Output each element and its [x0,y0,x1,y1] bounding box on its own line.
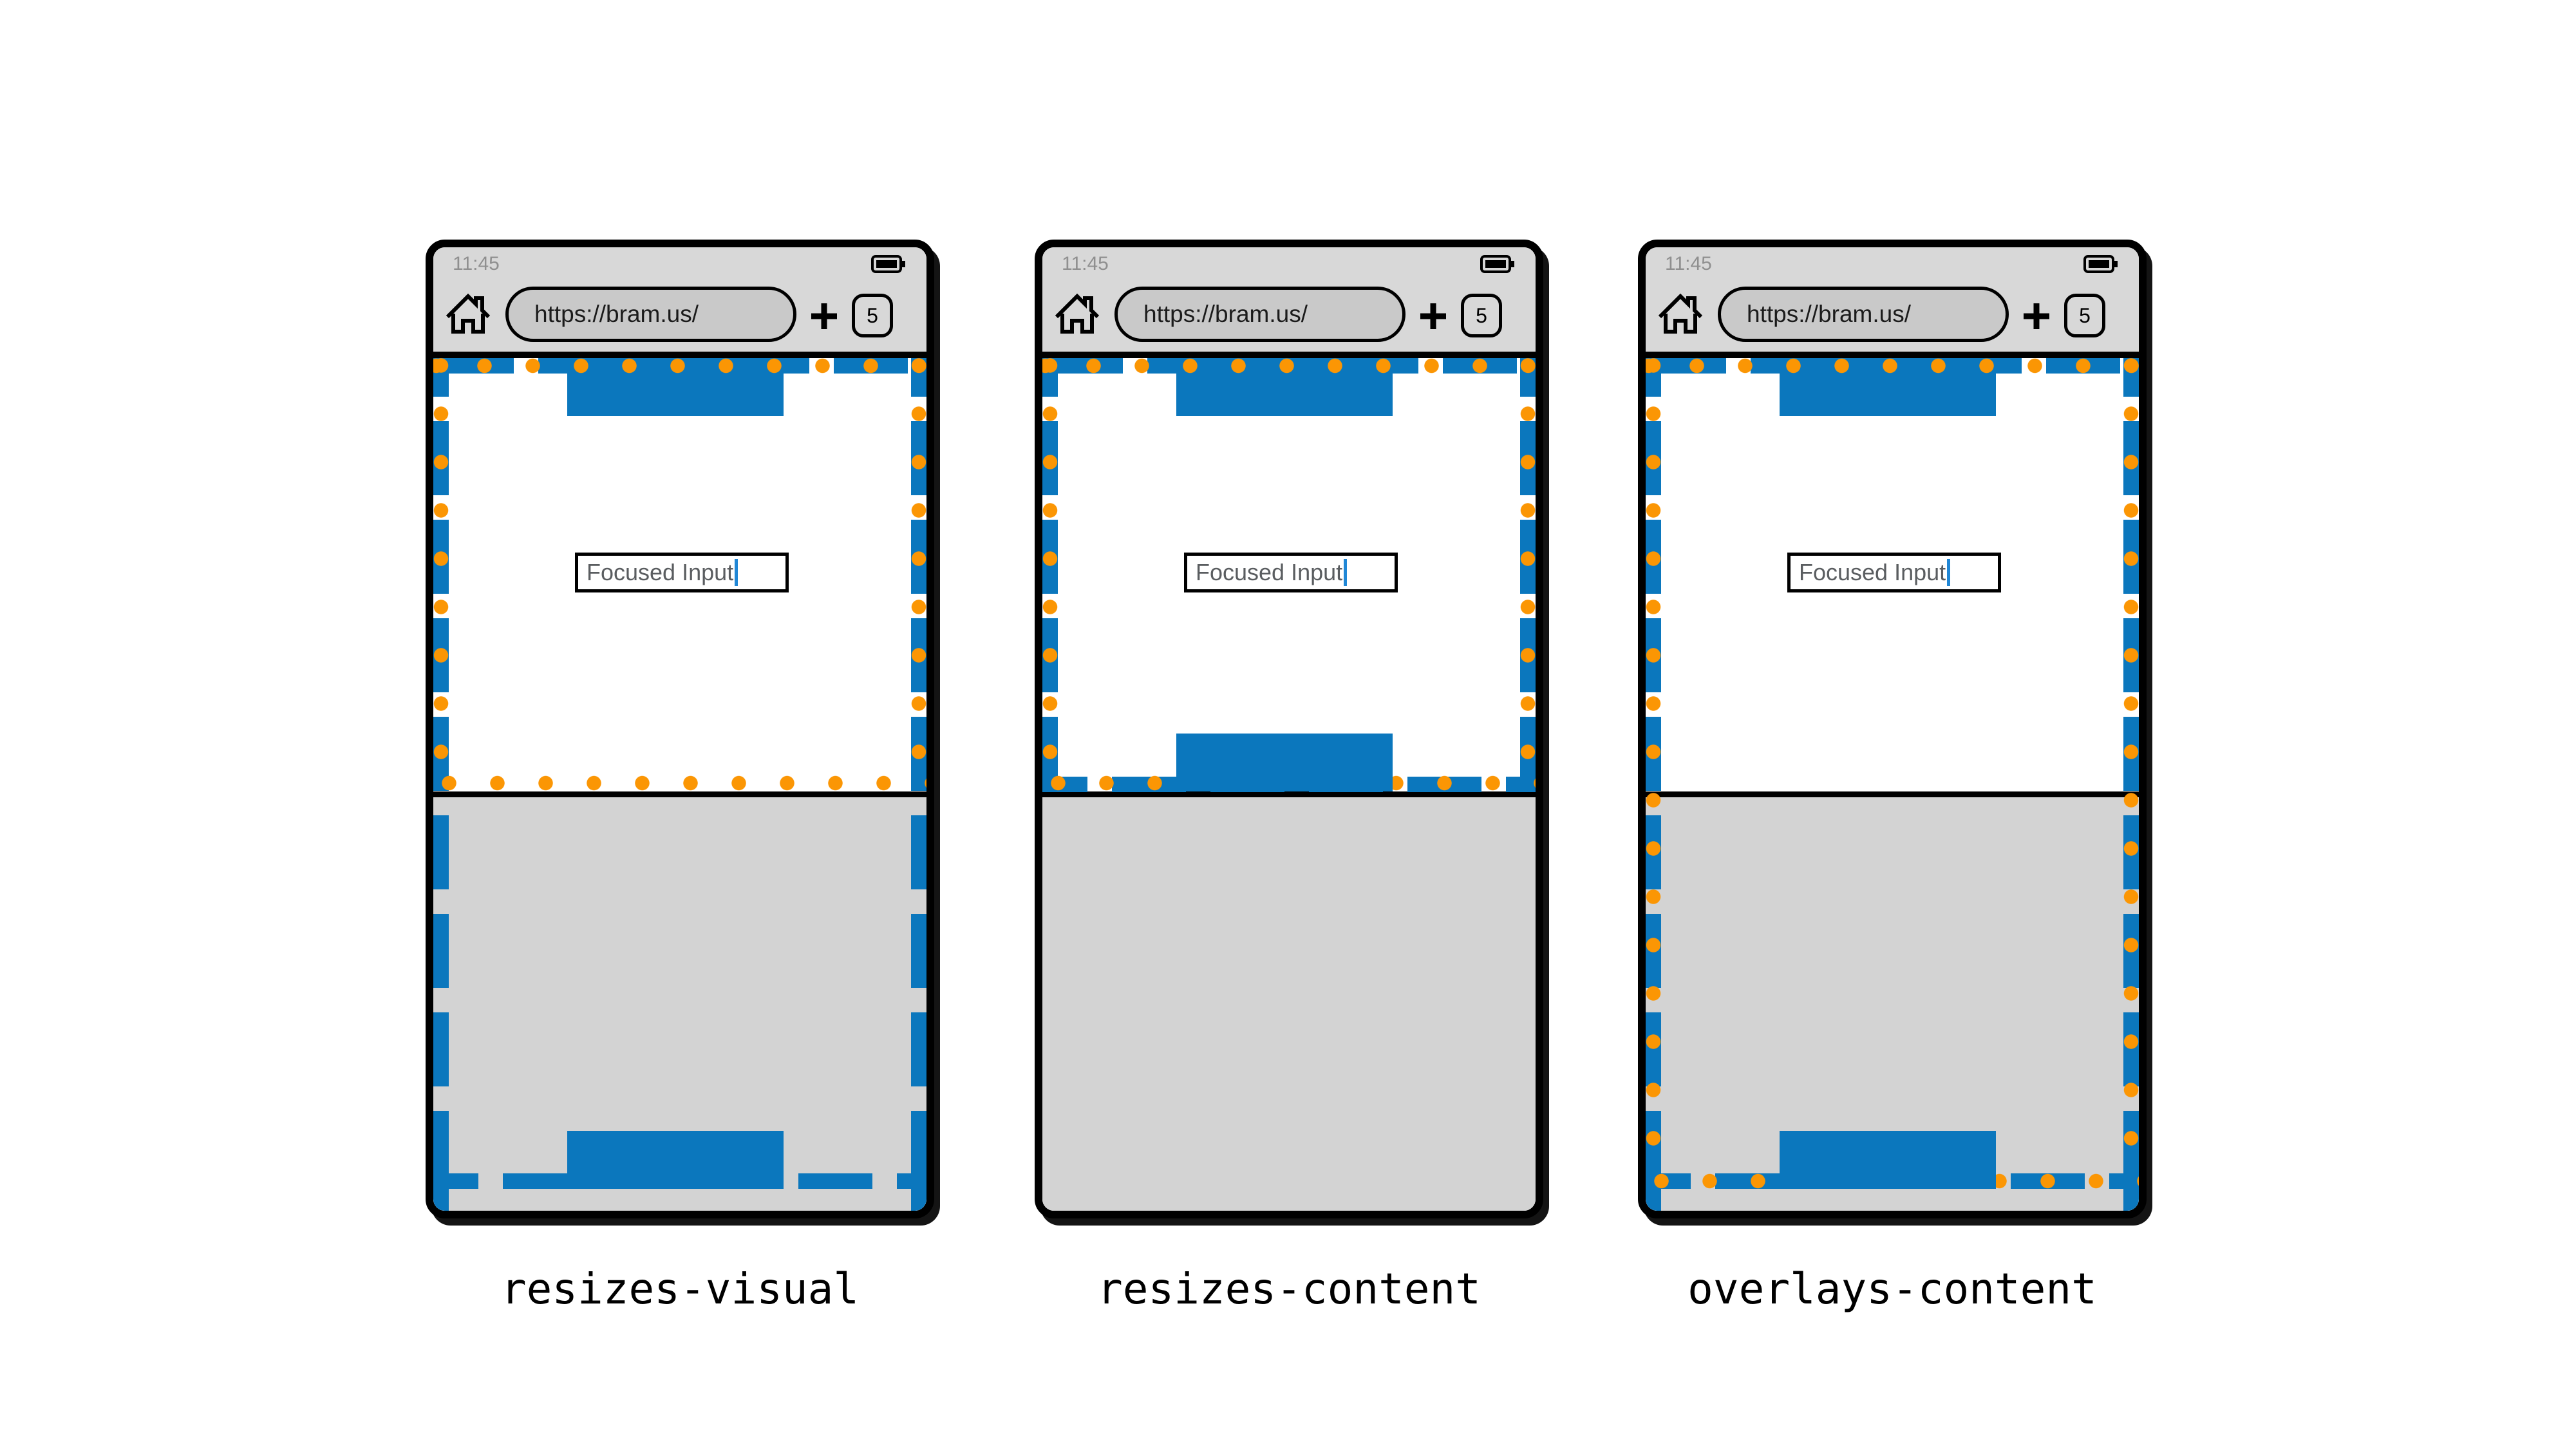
home-icon [1055,293,1100,334]
battery-icon [1480,255,1516,273]
text-caret-icon [1947,559,1951,586]
visual-viewport-dots-right [1520,358,1536,770]
home-icon [1658,293,1703,334]
tab-count-button[interactable]: 5 [852,294,893,337]
new-tab-button[interactable] [2022,301,2051,331]
focused-input[interactable]: Focused Input [575,553,789,592]
plus-icon [1420,303,1446,329]
variant-label-resizes-content: resizes-content [1096,1264,1481,1314]
phone-mockup-resizes-visual: 11:45 https://bram.us/ 5 [426,240,934,1218]
tab-count: 5 [2079,303,2091,327]
variant-label-resizes-visual: resizes-visual [500,1264,860,1314]
url-bar[interactable]: https://bram.us/ [1718,287,2009,342]
home-icon [446,293,491,334]
focused-input[interactable]: Focused Input [1184,553,1398,592]
battery-icon [2083,255,2120,273]
tab-count-button[interactable]: 5 [2064,294,2105,337]
fixed-footer-bar [567,1131,784,1189]
input-value: Focused Input [587,559,734,585]
tab-count-button[interactable]: 5 [1461,294,1502,337]
status-time: 11:45 [1062,253,1109,274]
home-button[interactable] [1053,292,1102,335]
visual-viewport-dots-left [1646,358,1661,1150]
url-text: https://bram.us/ [534,301,699,327]
phone-mockup-overlays-content: 11:45 https://bram.us/ 5 [1638,240,2147,1218]
status-time: 11:45 [453,253,500,274]
input-value: Focused Input [1799,559,1946,585]
new-tab-button[interactable] [809,301,839,331]
text-caret-icon [1344,559,1348,586]
url-bar[interactable]: https://bram.us/ [505,287,796,342]
text-caret-icon [735,559,738,586]
home-button[interactable] [444,292,493,335]
url-text: https://bram.us/ [1143,301,1308,327]
visual-viewport-dots-top [433,358,926,374]
plus-icon [811,303,837,329]
keyboard-boundary [1646,791,2139,797]
browser-chrome: 11:45 https://bram.us/ 5 [1646,247,2139,358]
keyboard-boundary [433,791,926,797]
page-viewport: Focused Input [433,358,926,1211]
focused-input[interactable]: Focused Input [1787,553,2001,592]
tab-count: 5 [1476,303,1487,327]
browser-chrome: 11:45 https://bram.us/ 5 [1042,247,1536,358]
url-bar[interactable]: https://bram.us/ [1114,287,1406,342]
keyboard-boundary [1042,791,1536,797]
new-tab-button[interactable] [1418,301,1448,331]
virtual-keyboard-area [1042,797,1536,1211]
visual-viewport-dots-left [433,358,449,770]
input-value: Focused Input [1196,559,1343,585]
battery-icon [871,255,907,273]
variant-label-overlays-content: overlays-content [1688,1264,2097,1314]
home-button[interactable] [1656,292,1705,335]
visual-viewport-dots-top [1646,358,2139,374]
fixed-footer-bar [1176,734,1393,791]
visual-viewport-dots-top [1042,358,1536,374]
browser-chrome: 11:45 https://bram.us/ 5 [433,247,926,358]
url-text: https://bram.us/ [1747,301,1911,327]
visual-viewport-dots-bottom [433,775,926,791]
phone-mockup-resizes-content: 11:45 https://bram.us/ 5 [1035,240,1543,1218]
visual-viewport-dots-left [1042,358,1058,770]
status-time: 11:45 [1665,253,1712,274]
visual-viewport-dots-right [2123,358,2139,1150]
tab-count: 5 [867,303,878,327]
visual-viewport-dots-right [911,358,926,770]
page-viewport: Focused Input [1646,358,2139,1211]
plus-icon [2024,303,2049,329]
fixed-footer-bar [1780,1131,1996,1189]
page-viewport: Focused Input [1042,358,1536,1211]
